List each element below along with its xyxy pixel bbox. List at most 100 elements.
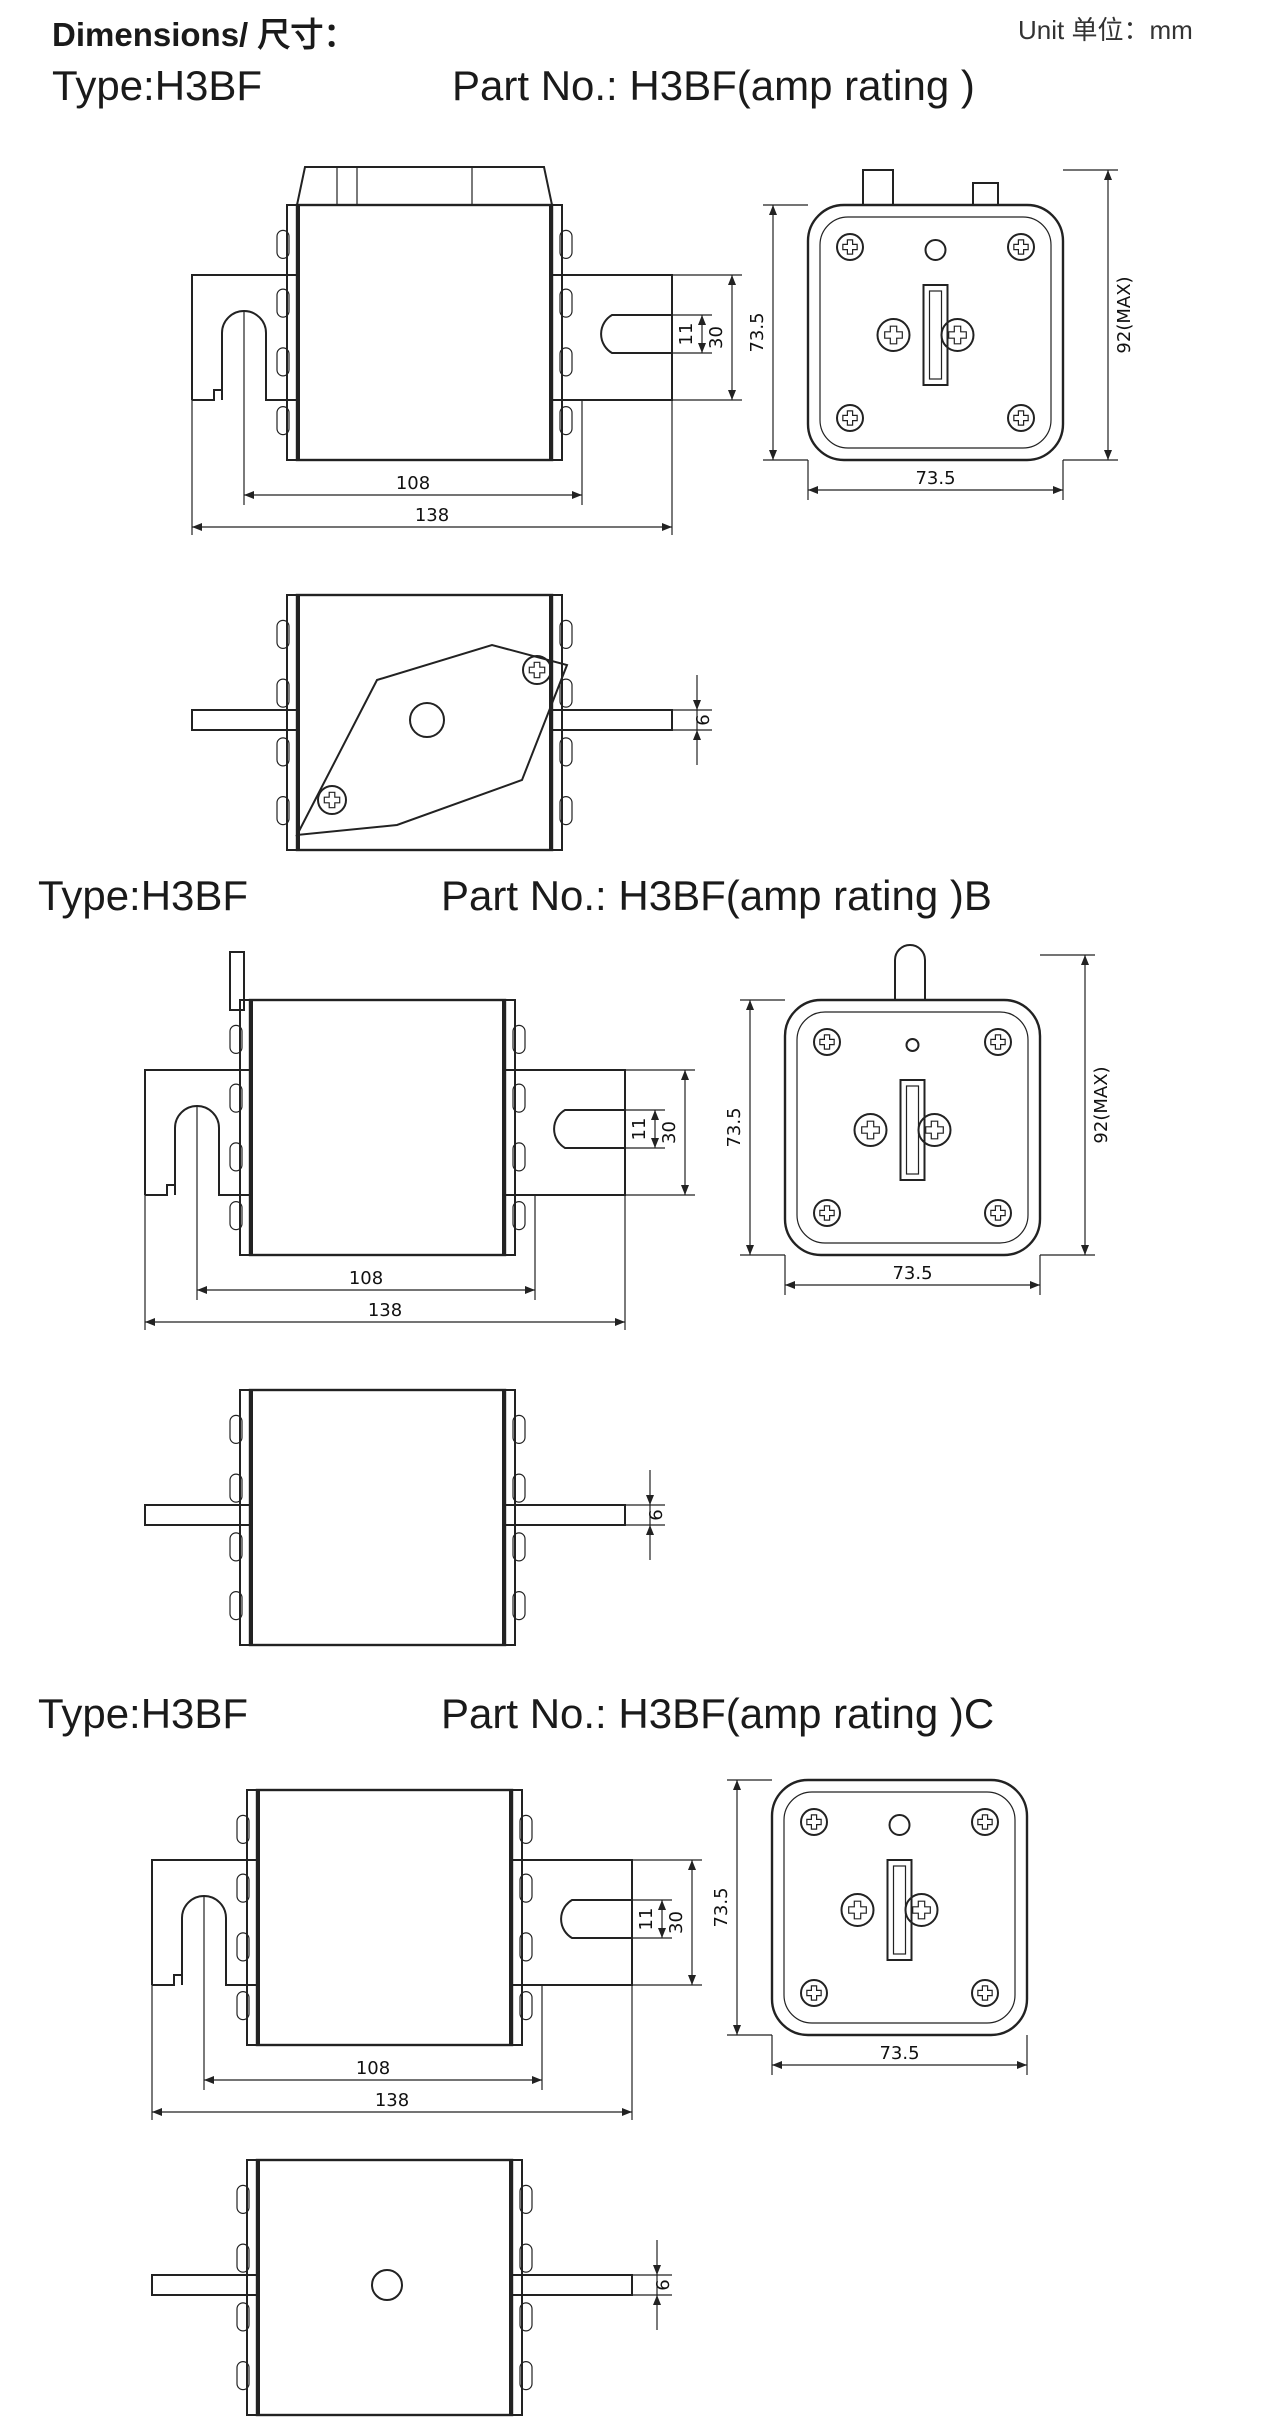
end-cap-rivet	[519, 1932, 533, 1962]
dimension-arrow	[145, 1318, 155, 1326]
dimension-arrow	[728, 390, 736, 400]
right-blade	[552, 274, 673, 401]
dim-11-label: 11	[636, 1908, 657, 1931]
screw-cross-icon	[806, 1814, 822, 1830]
dim-6-label: 6	[693, 714, 714, 725]
screw-icon	[836, 233, 864, 261]
end-cap-rivet	[559, 406, 573, 436]
screw-icon	[813, 1028, 841, 1056]
screw-cross-icon	[842, 410, 858, 426]
dimension-arrow	[769, 205, 777, 215]
end-cap-rivet	[559, 288, 573, 318]
screw-cross-icon	[848, 1900, 867, 1920]
dimension-arrow	[688, 1860, 696, 1870]
dim-73-5-width-label: 73.5	[879, 2043, 919, 2064]
left-slot	[181, 1895, 257, 1986]
dim-92-label: 92(MAX)	[1114, 276, 1135, 353]
dim-6-label: 6	[653, 2279, 674, 2290]
end-cap-rivet	[236, 1814, 250, 1844]
end-cap-rivet	[519, 1991, 533, 2021]
dimension-arrow	[653, 2265, 661, 2275]
screw-icon	[317, 785, 347, 815]
dimension-arrow	[733, 2025, 741, 2035]
screw-icon	[984, 1199, 1012, 1227]
screw-cross-icon	[1013, 410, 1029, 426]
end-cap-rivet	[519, 2361, 533, 2391]
end-cap-rivet	[229, 1473, 243, 1503]
end-cap-rivet	[276, 737, 290, 767]
end-cap-rivet	[276, 406, 290, 436]
end-cap-rivet	[559, 678, 573, 708]
dimension-arrow	[152, 2108, 162, 2116]
end-cap-rivet	[236, 1873, 250, 1903]
section-1-part-no: Part No.: H3BF(amp rating )	[452, 62, 975, 109]
right-slot	[553, 1109, 625, 1149]
end-cap-rivet	[512, 1142, 526, 1172]
end-cap-rivet	[276, 678, 290, 708]
screw-icon	[1007, 404, 1035, 432]
end-cap-rivet	[559, 229, 573, 259]
end-view-inner	[796, 1011, 1029, 1244]
end-cap-rivet	[519, 1873, 533, 1903]
dimension-arrow	[733, 1780, 741, 1790]
screw-icon	[800, 1808, 828, 1836]
dimension-arrow	[1104, 450, 1112, 460]
right-end-cap	[549, 204, 563, 461]
left-end-cap	[286, 204, 300, 461]
dimension-arrow	[808, 486, 818, 494]
dim-92-label: 92(MAX)	[1091, 1066, 1112, 1143]
dimension-arrow	[681, 1185, 689, 1195]
screw-cross-icon	[990, 1205, 1006, 1221]
end-view-outline	[806, 203, 1065, 462]
dimension-arrow	[525, 1286, 535, 1294]
dim-30-label: 30	[659, 1121, 680, 1144]
screw-cross-icon	[884, 325, 903, 345]
end-cap-rivet	[559, 737, 573, 767]
dim-73-5-width-label: 73.5	[892, 1263, 932, 1284]
indicator-hole	[888, 1814, 911, 1836]
section-2-type: Type:H3BF	[38, 872, 249, 919]
screw-icon	[971, 1979, 999, 2007]
dimension-arrow	[693, 730, 701, 740]
end-cap-rivet	[236, 2361, 250, 2391]
dimension-arrow	[651, 1110, 659, 1120]
right-slot	[560, 1899, 632, 1939]
screw-icon	[800, 1979, 828, 2007]
end-view-tabs	[862, 169, 999, 205]
dim-11-label: 11	[676, 323, 697, 346]
blade-slot	[886, 1859, 913, 1961]
indicator-tab	[229, 951, 245, 1011]
dimension-arrow	[192, 523, 202, 531]
dim-138-label: 138	[415, 505, 449, 526]
end-cap-rivet	[512, 1591, 526, 1621]
dimension-arrow	[1053, 486, 1063, 494]
dimension-arrow	[746, 1000, 754, 1010]
dimension-arrow	[681, 1070, 689, 1080]
dim-108-label: 108	[356, 2058, 390, 2079]
end-cap-rivet	[236, 1991, 250, 2021]
screw-cross-icon	[1013, 239, 1029, 255]
dim-108-label: 108	[396, 473, 430, 494]
dim-73-5-height-label: 73.5	[711, 1887, 732, 1927]
end-cap-rivet	[276, 796, 290, 826]
dim-108-label: 108	[349, 1268, 383, 1289]
end-cap-rivet	[229, 1591, 243, 1621]
fuse-body-top	[255, 2158, 514, 2417]
screw-icon	[904, 1893, 939, 1927]
dimension-arrow	[1081, 955, 1089, 965]
screw-icon	[1007, 233, 1035, 261]
section-1-type: Type:H3BF	[52, 62, 263, 109]
center-hole	[371, 2269, 403, 2301]
end-view-outline	[783, 998, 1042, 1257]
end-cap-rivet	[512, 1414, 526, 1444]
dimension-arrow	[785, 1281, 795, 1289]
screw-icon	[971, 1808, 999, 1836]
end-cap-rivet	[229, 1414, 243, 1444]
indicator-hole	[924, 239, 947, 261]
end-cap-rivet	[229, 1142, 243, 1172]
screw-icon	[522, 655, 552, 685]
dim-138-label: 138	[368, 1300, 402, 1321]
end-cap-rivet	[519, 2184, 533, 2214]
screw-cross-icon	[990, 1034, 1006, 1050]
end-cap-rivet	[276, 288, 290, 318]
